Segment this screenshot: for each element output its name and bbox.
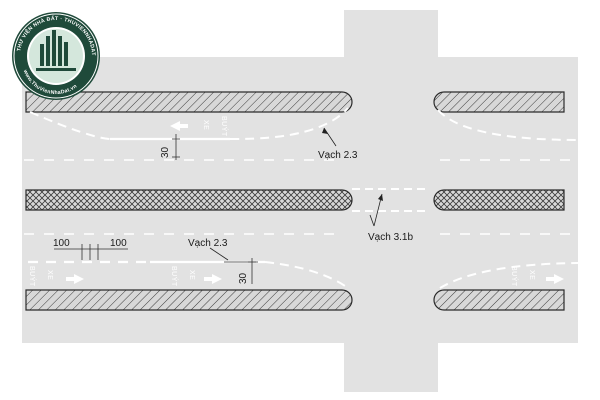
buyt-word-bottom-3: BUÝT [510,266,519,287]
label-vach-2-3-top: Vạch 2.3 [318,150,358,161]
bus-marking-bottom-3: BUÝT XE [510,266,564,287]
buyt-word-bottom-1: BUÝT [28,266,37,287]
island-top-left [25,91,353,113]
xe-word-top: XE [202,120,209,130]
label-100-left: 100 [53,238,70,249]
curve-top-right [437,109,579,141]
callout-vach-3-1b: Vạch 3.1b [368,193,413,243]
island-bottom-right [433,289,565,311]
xe-word-bottom-3: XE [528,270,535,280]
bus-marking-bottom-1: BUÝT XE [28,266,84,287]
dimension-30-bottom [224,258,258,284]
dimension-30-top [172,134,180,160]
island-top-right [433,91,565,113]
arrow-right-icon [546,274,564,284]
xe-word-bottom-2: XE [188,270,195,280]
median-left [25,189,353,211]
arrow-right-icon [66,274,84,284]
label-100-right: 100 [110,238,127,249]
bus-marking-top: XE BUÝT [170,116,229,137]
crosswalk [352,188,430,212]
label-vach-2-3-bottom: Vạch 2.3 [188,238,228,249]
island-bottom-left [25,289,353,311]
callout-vach-top: Vạch 2.3 [318,127,358,161]
arrow-right-icon [204,274,222,284]
label-vach-3-1b: Vạch 3.1b [368,232,413,243]
label-30-top: 30 [160,146,171,158]
dimension-100 [54,244,128,260]
median-right [433,189,565,211]
curve-bottom-middle [264,261,349,289]
xe-word-bottom-1: XE [46,270,53,280]
buyt-word-top: BUÝT [220,116,229,137]
label-30-bottom: 30 [238,272,249,284]
curve-top-left [29,111,111,140]
logo: THƯ VIỆN NHÀ ĐẤT · THUVIENNHADAT www.Thu… [12,12,100,100]
callout-vach-bottom: Vạch 2.3 [188,238,229,261]
buyt-word-bottom-2: BUÝT [170,266,179,287]
bus-marking-bottom-2: BUÝT XE [170,266,222,287]
building-icon [36,30,76,71]
vertical-road [344,10,438,392]
arrow-left-icon [170,121,188,131]
curve-bottom-right [439,262,579,289]
curve-top-middle [229,107,349,141]
